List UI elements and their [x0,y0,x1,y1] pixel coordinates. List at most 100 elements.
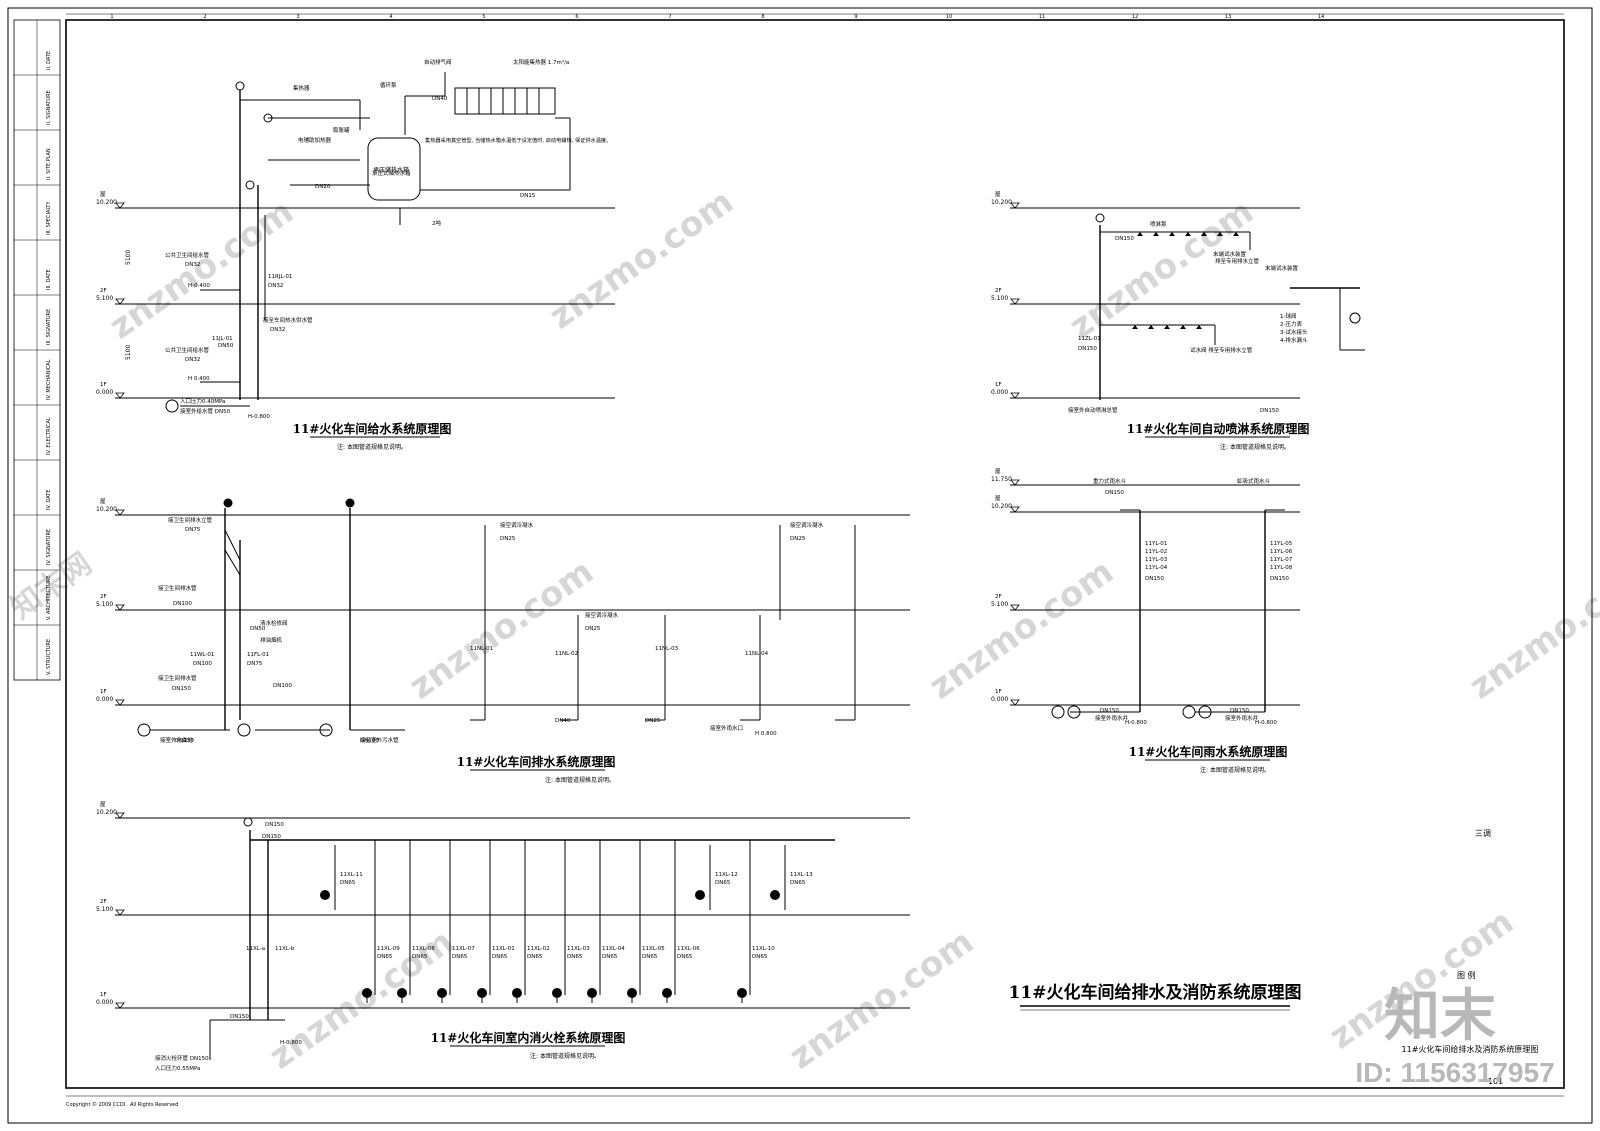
level-elevation: 0.000 [991,696,1008,703]
sprinkler-label: 排至专用排水立管 [1215,257,1260,265]
level-name: 屋 [100,801,106,808]
sprinkler-head [1217,232,1223,236]
hydrant-riser-dn: DN65 [677,954,693,960]
sprinkler-label: 1-球阀 [1280,312,1296,320]
drainage-label: 11NL-04 [745,651,769,657]
hydrant-riser-label: 11XL-04 [602,946,625,952]
spec-text: 集热器采用真空管型, 当储热水箱水温低于设定值时, 启动电辅热, 保证供水温度。 [425,136,611,144]
hydrant-riser-dn: DN65 [602,954,618,960]
rain-label: 11YL-07 [1270,557,1293,563]
level-marker [1010,392,1020,399]
water-supply-label: 膨胀罐 [333,126,350,134]
sprinkler-label: DN150 [1115,236,1134,242]
copyright-footer: Copyright © 2009 CCDI . All Rights Reser… [66,1101,178,1108]
watermark-site: znzmo.com [1062,192,1261,348]
side-label: IV. ELECTRICAL [46,417,52,455]
level-elevation: 0.000 [991,389,1008,396]
rain-label: DN150 [1105,490,1124,496]
hydrant-riser-dn: DN65 [642,954,658,960]
drainage-label: DN25 [500,536,516,542]
hydrant-cabinet [512,988,522,998]
hydrant-label: 11XL-b [275,946,295,952]
drainage-label: DN100 [273,683,292,689]
watermark-site: znzmo.com [922,552,1121,708]
watermark-site: znzmo.com [102,192,301,348]
sprinkler-head [1164,325,1170,329]
sprinkler-head [1169,232,1175,236]
level-name: 2F [100,594,107,600]
hydrant-cabinet [770,890,780,900]
water-supply-labels: 屋10.2002F5.1001F0.00051005100公共卫生间给水管DN3… [96,58,611,420]
hydrant-riser-dn: DN65 [492,954,508,960]
side-label: V. ARCHITECTURE [46,576,52,620]
watermark-site: znzmo.com [542,182,741,338]
water-supply-label: 接至车间热水供水管 [263,316,313,324]
sprinkler-head [1148,325,1154,329]
grid-number: 13 [1225,14,1231,20]
sprinkler-labels: 屋10.2002F5.1001F0.000DN15011ZL-01DN150末端… [991,191,1308,414]
level-elevation: 5.100 [96,295,113,302]
drainage-label: DN75 [247,661,263,667]
drainage-labels: 屋10.2002F5.1001F0.000接卫生间排水立管DN75接卫生间排水管… [96,498,824,744]
sheet-frame [7,7,1593,1124]
water-supply-title: 11#火化车间给水系统原理图 [293,421,452,436]
sprinkler-label: DN150 [1260,408,1279,414]
drainage-label: DN50 [250,626,266,632]
level-elevation: 10.200 [991,199,1012,206]
hot-water-tank [367,137,421,201]
water-supply-label: DN40 [432,96,448,102]
hydrant-cabinet [587,988,597,998]
sprinkler-label: 11ZL-01 [1078,336,1101,342]
rain-label: 11YL-04 [1145,565,1168,571]
grid-number: 11 [1039,14,1045,20]
drainage-label: 接至室外污水管 [360,736,399,744]
drainage-label: 11NL-02 [555,651,578,657]
sprinkler-label: 试水阀 排至专用排水立管 [1190,346,1253,354]
level-marker [115,1002,125,1009]
grid-number: 4 [389,14,392,20]
level-marker [1010,506,1020,513]
sprinkler-note: 注: 本图管道规格见说明。 [1220,443,1290,451]
drainage-label: DN25 [790,536,806,542]
watermark-site: znzmo.com [262,922,461,1078]
id-watermark: ID: 1156317957 [1355,1057,1554,1088]
sprinkler-head [1196,325,1202,329]
level-name: 2F [100,288,107,294]
sprinkler-head [1180,325,1186,329]
side-label: II. SIGNATURE [46,90,52,125]
rain-label: 11YL-05 [1270,541,1293,547]
hydrant-cabinet [737,988,747,998]
water-supply-label: DN50 [218,343,234,349]
side-label: IV. MECHANICAL [46,359,52,400]
level-marker [115,298,125,305]
drainage-label: 接室外化粪池 [160,736,194,744]
solar-collector-array [454,87,556,115]
grid-number: 3 [296,14,299,20]
level-elevation: 5.100 [96,906,113,913]
hydrant-riser-label: 11XL-02 [527,946,550,952]
rain-label: 11YL-06 [1270,549,1293,555]
sprinkler-label: 喷淋泵 [1150,220,1167,228]
hydrant-riser-label: 11XL-08 [412,946,435,952]
drainage-label: 排油烟机 [260,636,283,644]
drainage-label: 接卫生间排水管 [158,674,197,682]
water-supply-label: 11RJL-01 [268,274,292,280]
sprinkler-head [1137,232,1143,236]
sprinkler-label: 末端试水装置 [1265,264,1299,272]
hydrant-riser-label: 11XL-05 [642,946,665,952]
level-name: 屋 [995,495,1001,502]
side-label: III. SIGNATURE [46,309,52,345]
hydrant-cabinet [627,988,637,998]
drainage-label: DN100 [173,601,192,607]
sprinkler-label: 2-压力表 [1280,320,1302,328]
hydrant-riser-dn: DN65 [752,954,768,960]
sprinkler-head [1233,232,1239,236]
watermark-layer: znzmo.com znzmo.com znzmo.com znzmo.com … [5,182,1600,1078]
level-name: 2F [995,288,1002,294]
water-supply-label: DN32 [270,327,285,333]
level-name: 2F [100,899,107,905]
hydrant-label: DN65 [340,880,356,886]
hydrant-riser-dn: DN65 [527,954,543,960]
drainage-label: DN150 [175,738,194,744]
